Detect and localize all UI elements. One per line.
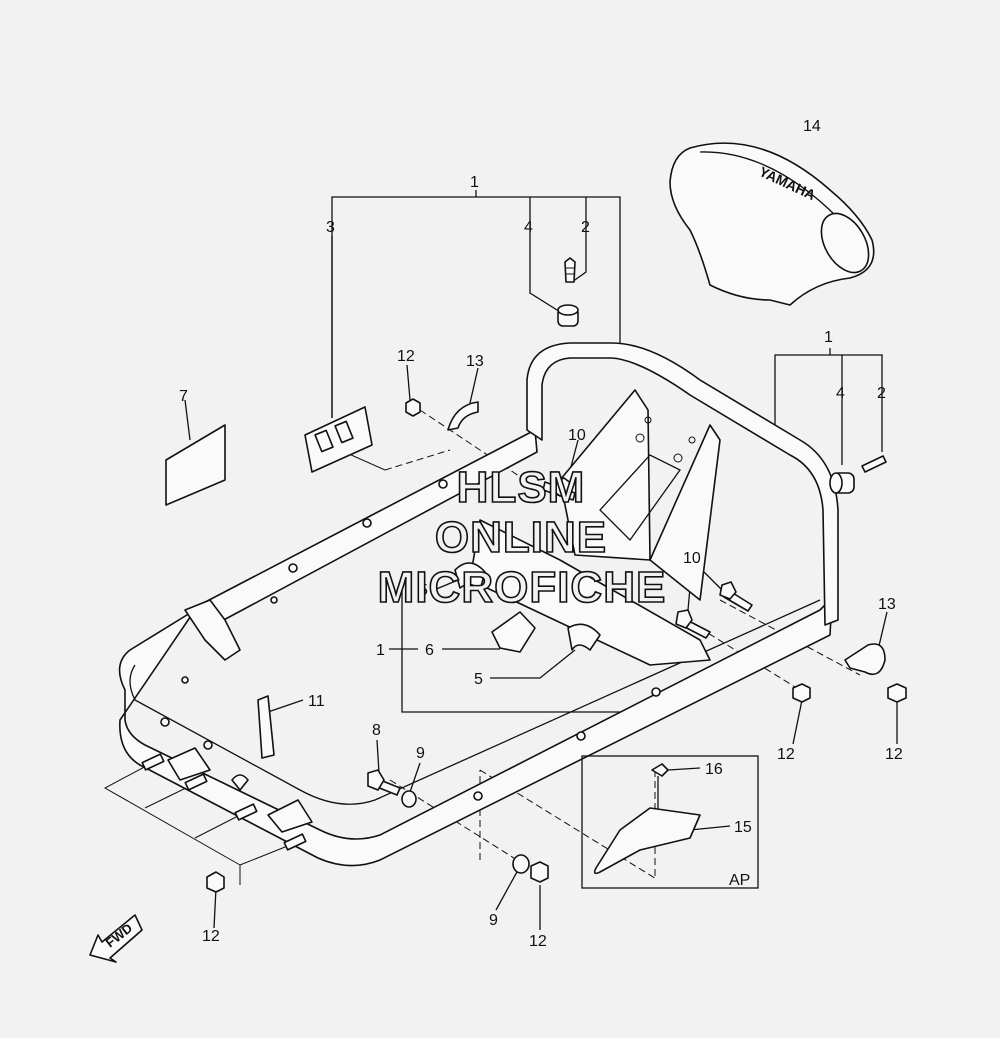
clamp-parts — [454, 562, 601, 653]
nut-parts-12 — [206, 398, 907, 893]
watermark-line-3: MICROFICHE — [378, 563, 667, 612]
callout-ap: AP — [729, 872, 750, 889]
callout-labels: 1 2 3 4 14 1 4 2 12 13 7 10 10 5 1 6 5 1… — [179, 118, 903, 950]
callout-8: 8 — [372, 722, 381, 739]
callout-10-upper: 10 — [568, 427, 586, 444]
callout-3: 3 — [326, 219, 335, 236]
callout-5-lower: 5 — [474, 671, 483, 688]
callout-13-upper: 13 — [466, 353, 484, 370]
callout-12-upper: 12 — [397, 348, 415, 365]
plate-part-3 — [304, 406, 373, 473]
frame-holes — [160, 479, 661, 801]
callout-16: 16 — [705, 761, 723, 778]
bolt-parts — [367, 477, 753, 796]
callout-2-right: 2 — [877, 385, 886, 402]
callout-14: 14 — [803, 118, 821, 135]
callout-12-bottom-left: 12 — [202, 928, 220, 945]
callout-13-lower: 13 — [878, 596, 896, 613]
pin-part-2-right — [861, 455, 887, 473]
fwd-arrow-icon: FWD — [89, 914, 143, 963]
callout-2-top: 2 — [581, 219, 590, 236]
callout-7: 7 — [179, 388, 188, 405]
callout-1-top: 1 — [470, 174, 479, 191]
watermark: HLSM ONLINE MICROFICHE — [377, 462, 667, 613]
watermark-line-2: ONLINE — [435, 513, 607, 562]
grommet-part-4-right — [829, 472, 855, 494]
stud-parts — [141, 747, 313, 851]
watermark-line-1: HLSM — [457, 463, 586, 512]
callout-9-upper: 9 — [416, 745, 425, 762]
callout-1-mid: 1 — [376, 642, 385, 659]
callout-12-right-a: 12 — [777, 746, 795, 763]
grommet-part-4-top — [557, 304, 579, 327]
clip-part-13-top — [447, 401, 479, 431]
callout-11: 11 — [308, 693, 325, 710]
callout-12-bottom: 12 — [529, 933, 547, 950]
washer-part-9-a — [401, 790, 417, 808]
callout-4-right: 4 — [836, 385, 845, 402]
sticker-part-7 — [165, 424, 226, 506]
callout-10-right: 10 — [683, 550, 701, 567]
clip-part-13-right — [844, 643, 886, 676]
callout-1-right: 1 — [824, 329, 833, 346]
washer-part-9-b — [512, 854, 530, 874]
ap-inset — [581, 755, 759, 889]
callout-12-right-b: 12 — [885, 746, 903, 763]
callout-15: 15 — [734, 819, 752, 836]
callout-4-top: 4 — [524, 219, 533, 236]
callout-9-lower: 9 — [489, 912, 498, 929]
seat-cover-part: YAMAHA — [669, 142, 875, 306]
callout-5-upper: 5 — [419, 582, 428, 599]
tie-part-11 — [257, 695, 275, 759]
callout-6: 6 — [425, 642, 434, 659]
pin-part-2-top — [564, 257, 576, 283]
main-frame — [118, 342, 839, 867]
